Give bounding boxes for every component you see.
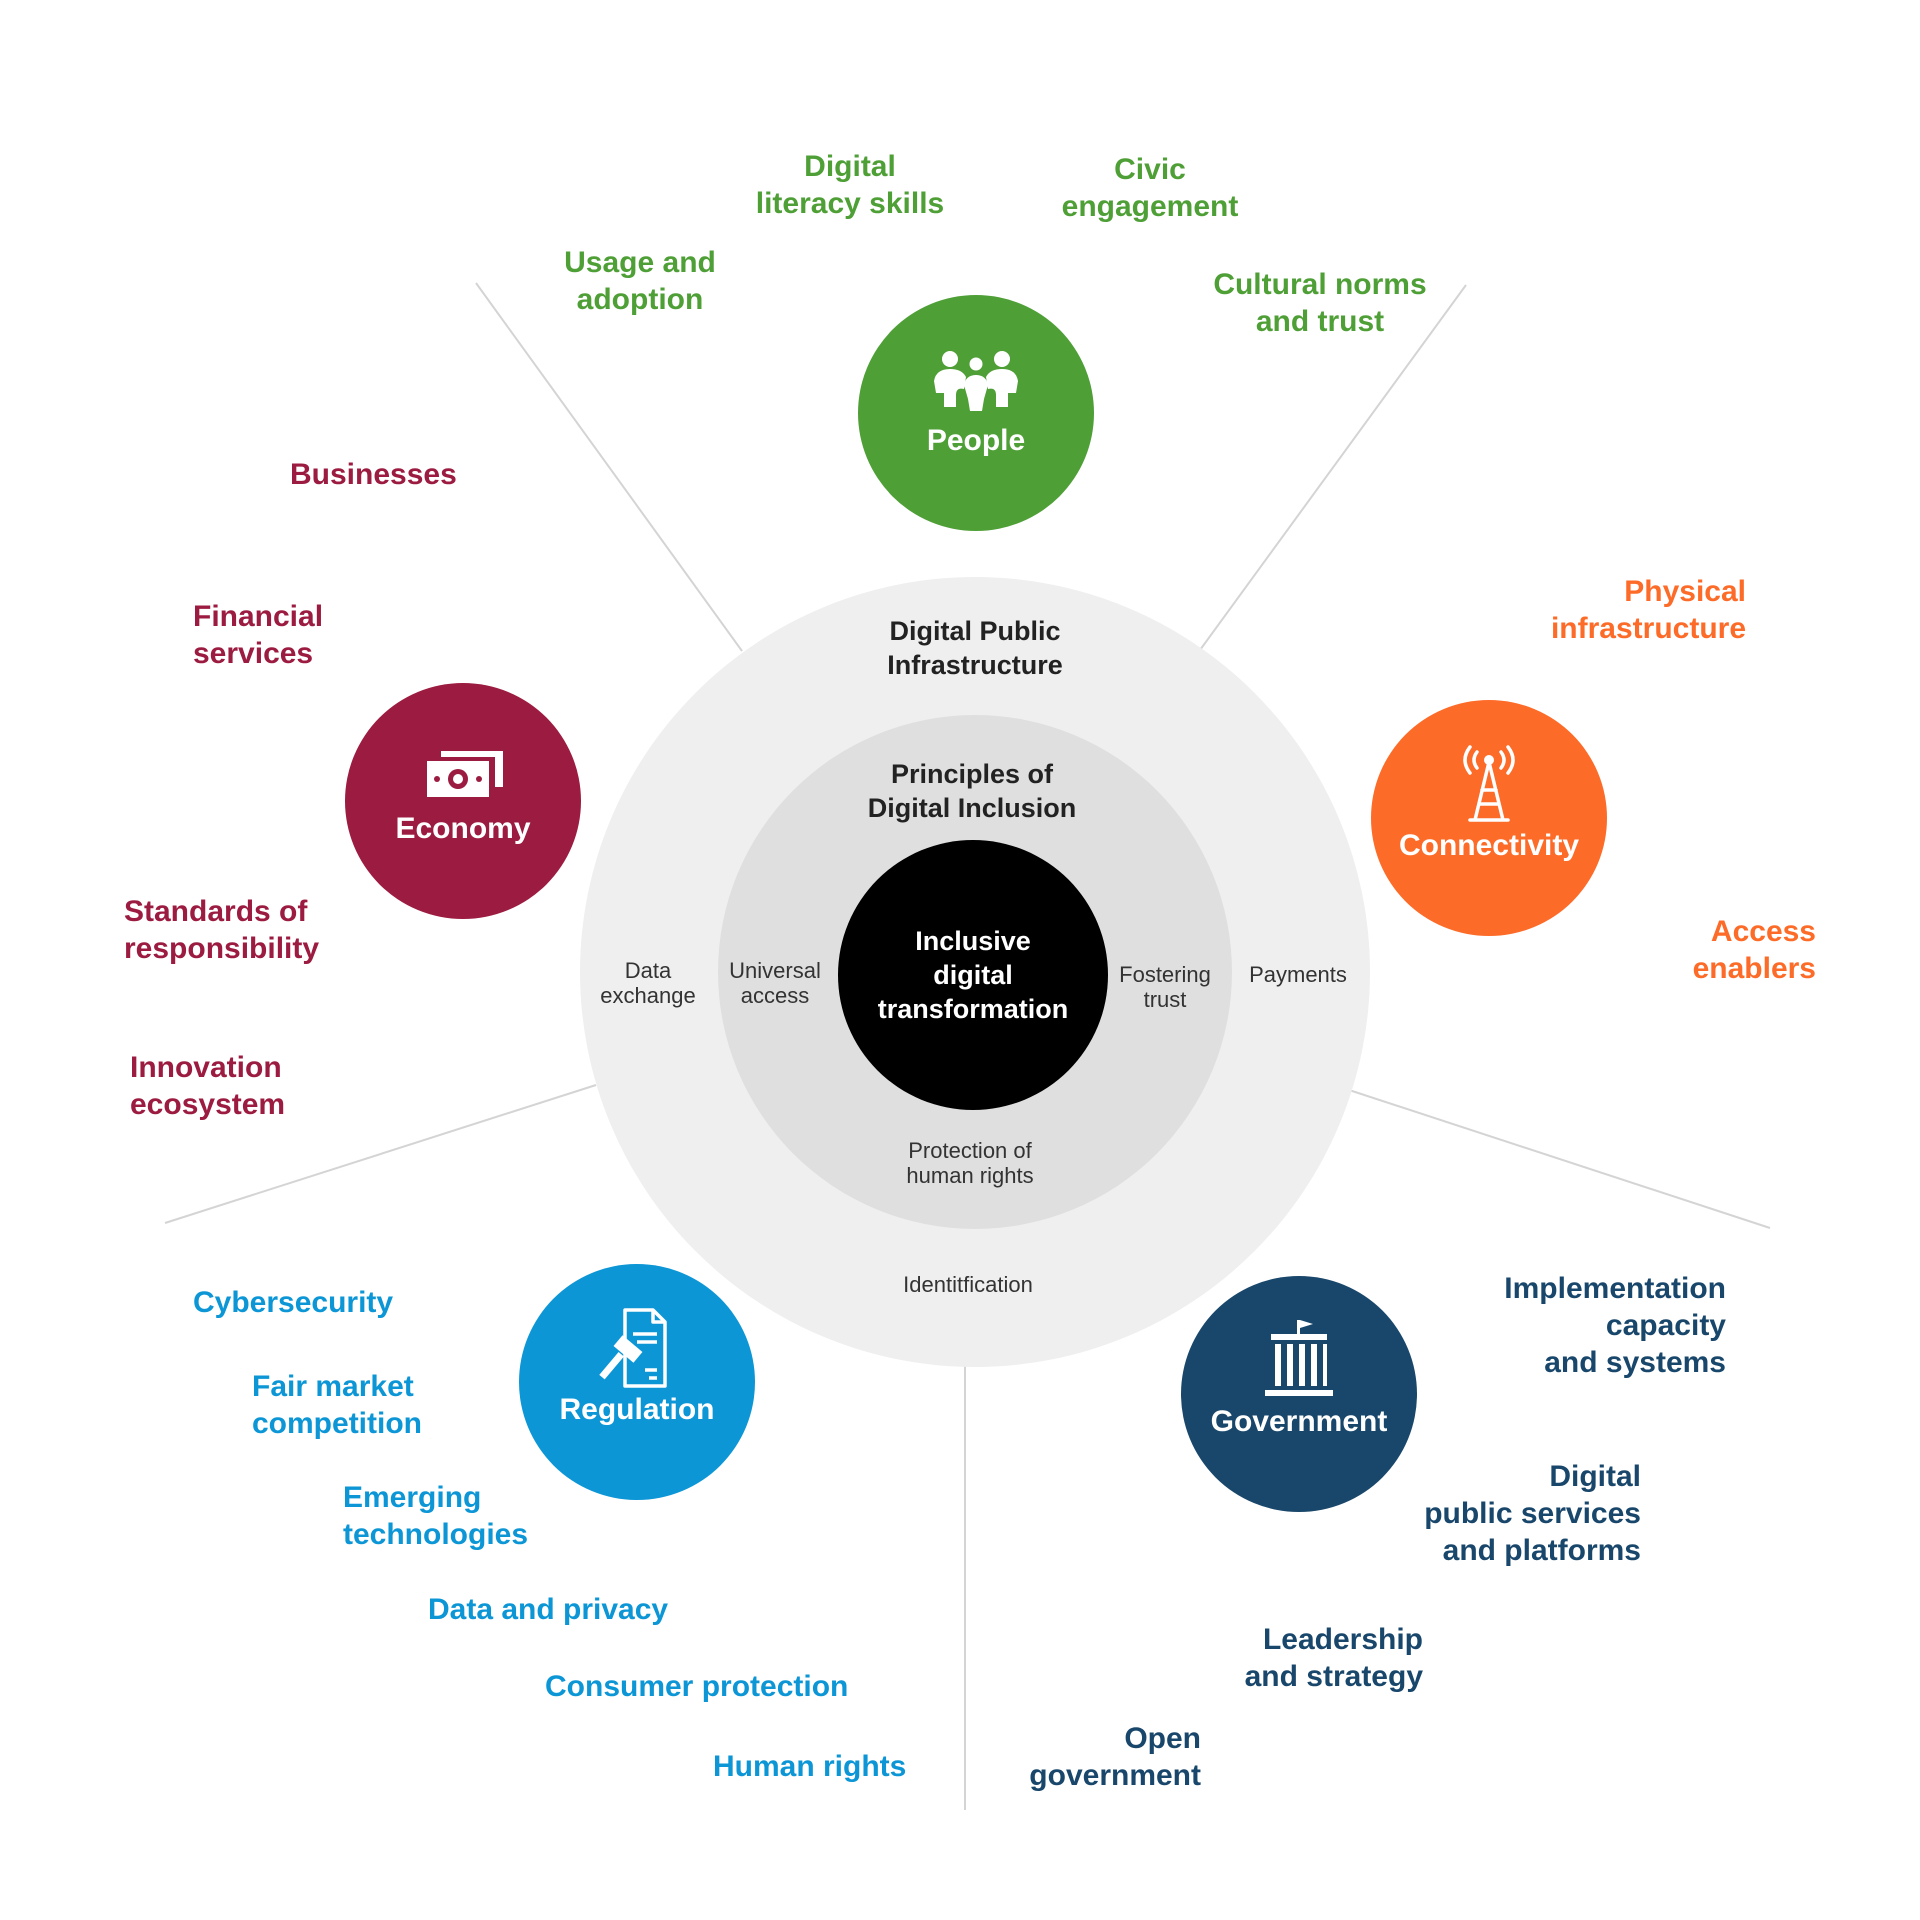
government-item-digital-services: Digital public services and platforms (1424, 1460, 1641, 1567)
outer-ring-title: Digital Public Infrastructure (887, 616, 1063, 680)
people-pillar: People (858, 295, 1094, 531)
economy-item-innovation: Innovation ecosystem (130, 1051, 286, 1121)
connectivity-label: Connectivity (1398, 829, 1580, 862)
divider-line-upper-right (1199, 284, 1467, 651)
people-item-cultural-norms: Cultural norms and trust (1213, 268, 1427, 338)
center-circle: Inclusive digital transformation (838, 840, 1108, 1110)
economy-pillar: Economy (345, 683, 581, 919)
economy-item-businesses: Businesses (290, 458, 457, 491)
inner-label-fostering-trust: Fostering trust (1119, 962, 1211, 1012)
connectivity-item-physical-infrastructure: Physical infrastructure (1550, 575, 1746, 645)
inner-ring-title: Principles of Digital Inclusion (867, 759, 1077, 823)
connectivity-item-access-enablers: Access enablers (1692, 915, 1816, 985)
people-icon (934, 351, 1018, 411)
government-item-implementation: Implementation capacity and systems (1504, 1272, 1726, 1379)
economy-item-standards: Standards of responsibility (124, 895, 320, 965)
divider-line-upper-left (475, 282, 743, 652)
outer-label-payments: Payments (1249, 962, 1347, 987)
antenna-tower-icon (1463, 745, 1515, 822)
regulation-item-emerging-tech: Emerging technologies (343, 1481, 529, 1551)
government-building-icon (1265, 1320, 1333, 1396)
government-pillar: Government (1181, 1276, 1417, 1512)
people-item-civic-engagement: Civic engagement (1061, 153, 1239, 223)
inner-label-human-rights: Protection of human rights (906, 1138, 1034, 1188)
regulation-label: Regulation (559, 1393, 715, 1426)
economy-label: Economy (395, 812, 531, 845)
government-label: Government (1210, 1405, 1388, 1438)
government-item-open-government: Open government (1029, 1722, 1201, 1792)
divider-line-lower-right (1345, 1088, 1771, 1229)
people-item-usage-adoption: Usage and adoption (564, 246, 716, 316)
people-label: People (926, 424, 1026, 457)
divider-line-lower-left (164, 1084, 597, 1224)
government-item-leadership: Leadership and strategy (1244, 1623, 1423, 1693)
money-icon (427, 751, 503, 797)
inner-label-universal-access: Universal access (729, 958, 821, 1008)
outer-label-identification: Identitfication (903, 1272, 1033, 1297)
regulation-item-fair-market: Fair market competition (252, 1370, 422, 1440)
connectivity-pillar: Connectivity (1371, 700, 1607, 936)
outer-label-data-exchange: Data exchange (600, 958, 696, 1008)
gavel-document-icon (599, 1308, 667, 1388)
people-item-digital-literacy: Digital literacy skills (755, 150, 945, 220)
regulation-item-cybersecurity: Cybersecurity (193, 1286, 394, 1319)
regulation-item-consumer-protection: Consumer protection (545, 1670, 849, 1703)
regulation-item-data-privacy: Data and privacy (428, 1593, 669, 1626)
regulation-pillar: Regulation (519, 1264, 755, 1500)
economy-item-financial-services: Financial services (193, 600, 324, 670)
regulation-item-human-rights: Human rights (713, 1750, 907, 1783)
center-label: Inclusive digital transformation (877, 926, 1069, 1024)
